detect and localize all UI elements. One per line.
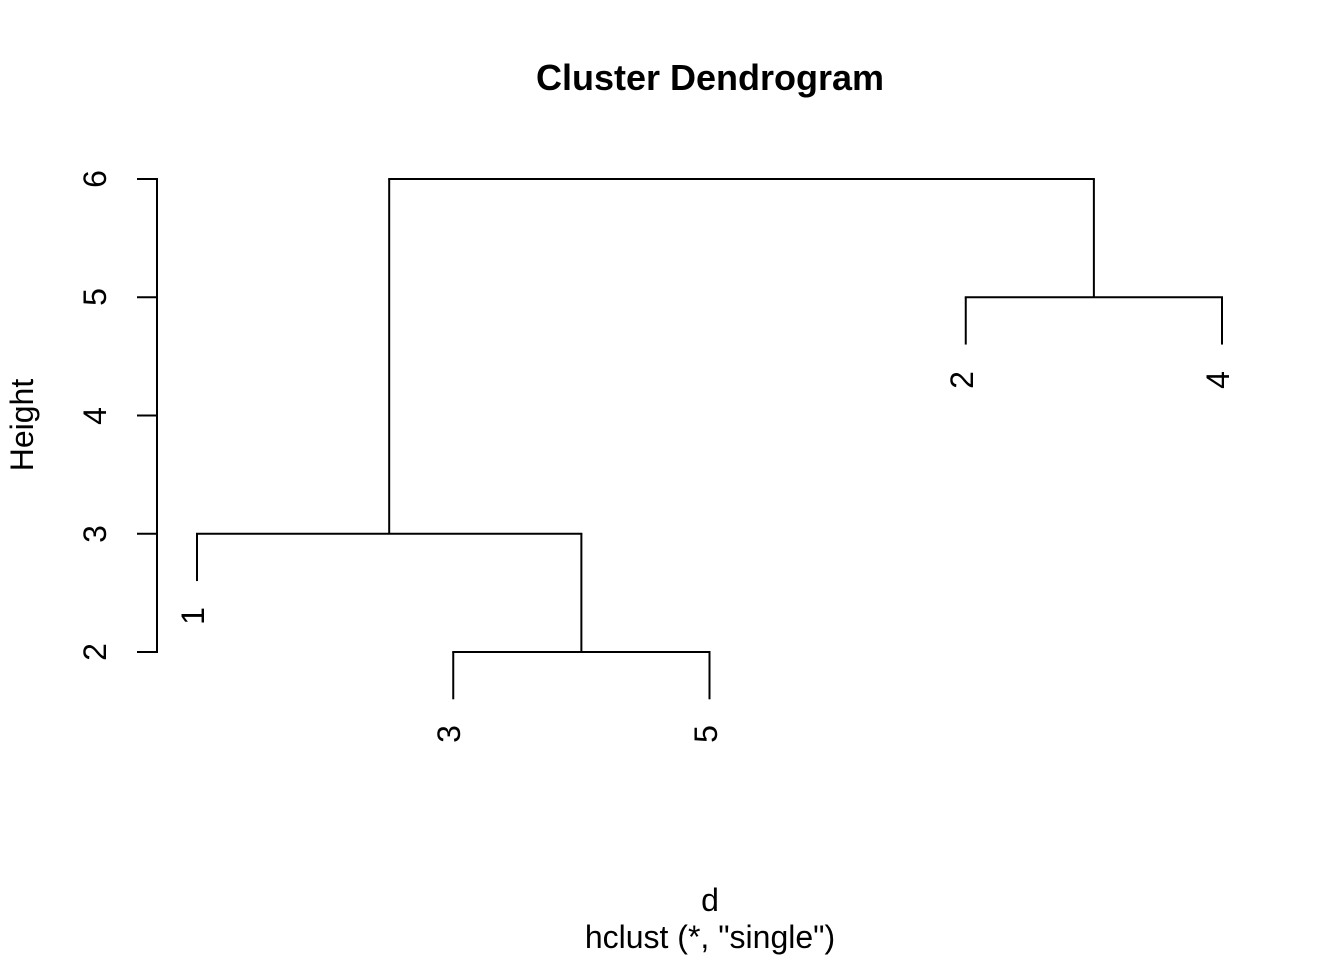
leaf-label-3: 3 <box>431 725 468 744</box>
y-axis-tick-label: 3 <box>77 524 113 543</box>
y-axis-tick-label: 5 <box>77 288 113 307</box>
leaf-label-5: 5 <box>687 725 724 744</box>
y-axis-tick-label: 6 <box>77 170 113 188</box>
y-axis-tick-label: 4 <box>77 406 113 425</box>
y-axis-tick-label: 2 <box>77 643 113 661</box>
chart-title: Cluster Dendrogram <box>535 57 885 98</box>
leaf-label-4: 4 <box>1200 370 1236 389</box>
y-axis-label: Height <box>4 378 40 472</box>
subtitle-label: hclust (*, "single") <box>584 919 836 955</box>
x-axis-label: d <box>701 882 719 918</box>
leaf-label-1: 1 <box>175 607 211 625</box>
leaf-label-2: 2 <box>943 370 980 389</box>
